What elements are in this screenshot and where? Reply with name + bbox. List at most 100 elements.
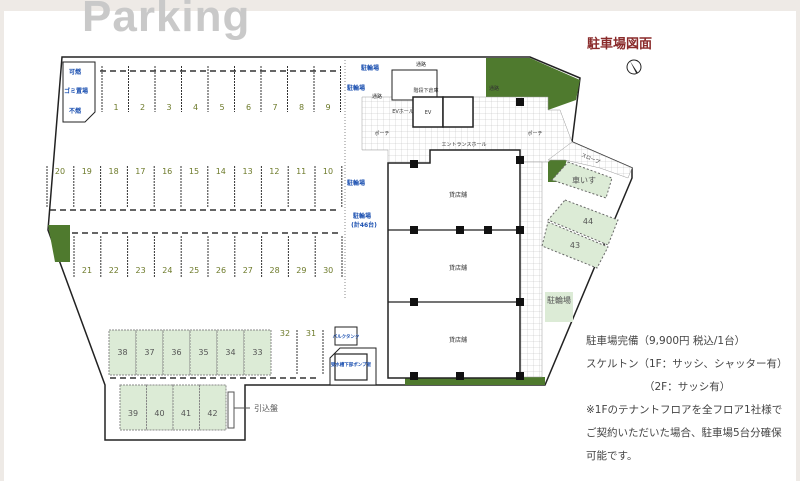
stall-number: 24: [162, 266, 172, 275]
stall-number: 30: [323, 266, 333, 275]
parking-notes: 駐車場完備（9,900円 税込/1台） スケルトン（1F：サッシ、シャッター有）…: [586, 330, 788, 468]
building-shops: [387, 149, 521, 379]
side-tile-strip: [519, 161, 543, 378]
stall-number: 6: [246, 103, 251, 112]
ev-label: EV: [425, 110, 432, 116]
stall-number: 10: [323, 167, 333, 176]
stall-number: 40: [154, 409, 164, 418]
panel-label: 引込盤: [254, 403, 278, 413]
stall-lines: [46, 66, 343, 379]
bike-parking-main-label: 駐輪場: [353, 212, 371, 220]
stall-box: [119, 384, 147, 431]
ev-hall-label: EVホール: [392, 109, 414, 115]
stall-number: 36: [171, 348, 181, 357]
note-line: スケルトン（1F：サッシ、シャッター有）: [586, 358, 788, 370]
stall-number: 13: [243, 167, 253, 176]
stall-number: 42: [207, 409, 217, 418]
stall-number: 37: [144, 348, 154, 357]
stall-number: 25: [189, 266, 199, 275]
bike-right-area: [545, 292, 573, 322]
north-arrow-icon: [626, 59, 642, 75]
stall-number: 18: [109, 167, 119, 176]
stall-box: [189, 329, 218, 376]
brand-heading: Parking: [82, 0, 251, 41]
garbage-burnable-label: 可燃: [69, 68, 82, 76]
garbage-nonburnable-label: 不燃: [69, 107, 82, 115]
stall-wheelchair: [551, 161, 613, 199]
shop-1-label: 貸店舗: [449, 191, 467, 199]
pump-room: [334, 353, 368, 381]
stall-number: 31: [306, 329, 316, 338]
entrance-hall-label: エントランスホール: [442, 142, 487, 148]
pump-label: 受水槽下部ポンプ室: [331, 361, 372, 368]
stall-box: [108, 329, 137, 376]
stall-number: 5: [219, 103, 224, 112]
stall-number: 15: [189, 167, 199, 176]
shop-3-label: 貸店舗: [449, 336, 467, 344]
passage-right-label: 通路: [489, 85, 499, 92]
note-line: ※1Fのテナントフロアを全フロア1社様で: [586, 404, 783, 416]
stall-number: 27: [243, 266, 253, 275]
porch-left-label: ポーチ: [374, 130, 389, 137]
plan-title: 駐車場図面: [587, 37, 653, 52]
bike-parking-mid-label: 駐輪場: [347, 179, 365, 187]
garbage-room: [62, 61, 96, 123]
bike-count-label: (計46台): [351, 221, 377, 229]
stall-number: 9: [325, 103, 330, 112]
stall-43: [541, 221, 609, 269]
stall-box: [216, 329, 245, 376]
stall-number: 4: [193, 103, 198, 112]
garbage-area-label: ゴミ置場: [64, 87, 88, 95]
stall-number: 32: [280, 329, 290, 338]
stall-label: 車いす: [572, 175, 596, 185]
stall-number: 11: [296, 167, 306, 176]
stall-number: 29: [296, 266, 306, 275]
stall-number: 17: [135, 167, 145, 176]
stall-number: 34: [225, 348, 235, 357]
bike-parking-top-label: 駐輪場: [347, 84, 365, 92]
stall-number: 35: [198, 348, 208, 357]
passage-left-label: 通路: [372, 93, 382, 100]
stall-number: 23: [136, 266, 146, 275]
stall-number: 16: [162, 167, 172, 176]
green-area-left: [48, 225, 70, 262]
stall-number: 22: [109, 266, 119, 275]
stall-box: [243, 329, 272, 376]
stall-number: 2: [140, 103, 145, 112]
storage-label: 階段下倉庫: [413, 87, 438, 94]
stall-number: 3: [166, 103, 171, 112]
stall-number: 38: [117, 348, 127, 357]
note-line: ご契約いただいた場合、駐車場5台分確保: [586, 427, 782, 439]
stall-number: 28: [270, 266, 280, 275]
stall-number: 1: [113, 103, 118, 112]
stall-number: 14: [216, 167, 226, 176]
note-line: 駐車場完備（9,900円 税込/1台）: [586, 335, 746, 347]
stall-number: 20: [55, 167, 65, 176]
stall-box: [146, 384, 174, 431]
stall-number: 12: [269, 167, 279, 176]
tank-label: バルクタンク: [333, 333, 360, 340]
stall-label: 44: [583, 217, 593, 226]
stall-number: 41: [181, 409, 191, 418]
bike-parking-right-label: 駐輪場: [547, 295, 571, 305]
note-line: （2F：サッシ有）: [644, 381, 731, 393]
green-strip-bottom: [405, 377, 545, 385]
panel-box: [227, 391, 235, 429]
stairs: [391, 69, 438, 101]
tank-room: [334, 326, 358, 346]
stall-label: 43: [570, 241, 580, 250]
stall-number: 7: [272, 103, 277, 112]
shop-2-label: 貸店舗: [449, 264, 467, 272]
stall-number: 39: [128, 409, 138, 418]
stall-44: [547, 199, 619, 246]
slope-tile: [547, 141, 633, 179]
stall-number: 21: [82, 266, 92, 275]
stall-box: [199, 384, 227, 431]
ev-room: [442, 96, 474, 128]
columns: [410, 98, 524, 380]
stall-number: 33: [252, 348, 262, 357]
note-line: 可能です。: [586, 450, 638, 462]
passage-top-label: 通路: [416, 61, 426, 68]
